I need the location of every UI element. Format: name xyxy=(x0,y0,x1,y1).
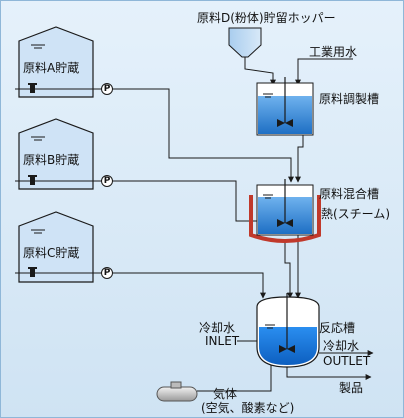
storage-tank-b xyxy=(18,118,94,190)
pump-icon xyxy=(101,83,113,95)
valve-icon xyxy=(28,175,37,185)
reactor-label: 反応槽 xyxy=(319,321,356,335)
hopper-label: 原料D(粉体)貯留ホッパー xyxy=(197,11,336,25)
heat-label: 熱(スチーム) xyxy=(321,207,391,221)
tank-a-label: 原料A貯蔵 xyxy=(23,61,80,75)
feed-pipes xyxy=(113,57,374,392)
storage-tank-a xyxy=(18,26,94,98)
agitator-icon xyxy=(277,77,293,127)
gas-label-1: 気体 xyxy=(213,387,238,401)
cooling-inlet-label-1: 冷却水 xyxy=(199,321,236,335)
pump-b-label: P xyxy=(103,176,111,186)
tank-c-label: 原料C貯蔵 xyxy=(23,246,80,260)
agitator-icon xyxy=(279,293,295,353)
valve-icon xyxy=(28,267,37,277)
reactor xyxy=(256,293,320,368)
product-label: 製品 xyxy=(339,381,364,395)
valve-icon xyxy=(28,83,37,93)
tank-outlet-lines xyxy=(15,88,102,274)
gas-label-2: (空気、酸素など) xyxy=(201,401,295,415)
mix-tank-label: 原料混合槽 xyxy=(319,187,380,201)
industrial-water-label: 工業用水 xyxy=(309,45,358,59)
hopper-icon xyxy=(228,27,262,58)
pump-c-label: P xyxy=(103,268,111,278)
tank-b-label: 原料B貯蔵 xyxy=(23,153,80,167)
prep-tank-label: 原料調製槽 xyxy=(319,92,380,106)
cooling-outlet-label-1: 冷却水 xyxy=(323,339,360,353)
mix-tank xyxy=(249,179,321,243)
pump-icon xyxy=(101,175,113,187)
cooling-outlet-label-2: OUTLET xyxy=(323,354,371,368)
gas-cylinder-icon xyxy=(156,381,198,402)
pump-icon xyxy=(101,267,113,279)
pump-a-label: P xyxy=(103,84,111,94)
cooling-inlet-label-2: INLET xyxy=(205,334,240,348)
prep-tank xyxy=(256,77,314,136)
agitator-icon xyxy=(277,179,293,227)
